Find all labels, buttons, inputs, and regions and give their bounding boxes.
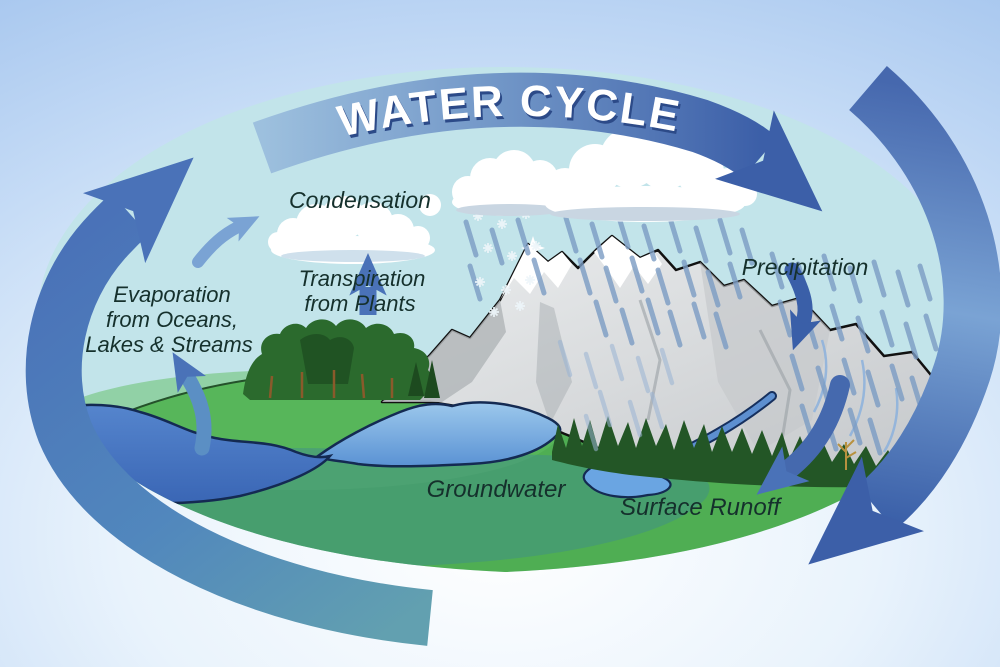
ocean-circulation-arrow-left: [25, 157, 433, 646]
transpiration-label-line2: from Plants: [304, 291, 415, 316]
surface-runoff-arrow: [756, 375, 850, 495]
left-tree-cluster: [243, 319, 440, 400]
precipitation-label: Precipitation: [742, 254, 869, 280]
evaporation-arrow: [172, 352, 212, 456]
evaporation-label-line3: Lakes & Streams: [85, 332, 253, 357]
surface-runoff-label: Surface Runoff: [620, 494, 782, 521]
mountain-runoff-streams: [812, 339, 899, 453]
tree-trunks: [268, 370, 394, 399]
transpiration-label-line1: Transpiration: [299, 266, 426, 291]
mountain-crag: [536, 302, 572, 424]
evaporation-label-line2: from Oceans,: [106, 307, 238, 332]
condensation-transport-arrow: [192, 216, 260, 268]
lake: [316, 401, 562, 468]
precipitation-arrow: [784, 262, 822, 351]
evaporation-label-line1: Evaporation: [113, 282, 230, 307]
condensation-cloud: [268, 196, 435, 264]
atmospheric-arrow-right: [808, 65, 1000, 565]
condensation-label: Condensation: [289, 187, 431, 213]
groundwater-label: Groundwater: [427, 476, 567, 503]
snow-cap-main: [594, 236, 662, 288]
